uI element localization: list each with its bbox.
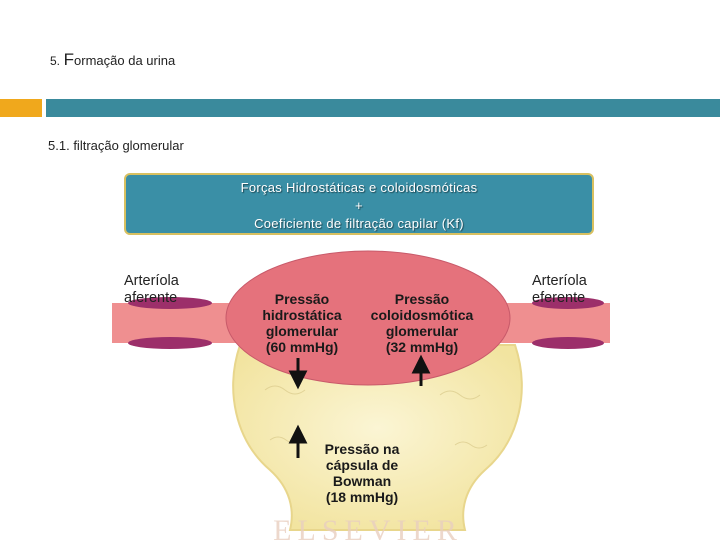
capsule-texture (264, 385, 488, 449)
bowman-line4: (18 mmHg) (326, 489, 398, 505)
bowman-line2: cápsula de (326, 457, 399, 473)
title-initial: F (63, 50, 75, 69)
efferent-label-line2: eferente (532, 290, 585, 306)
afferent-label-line2: aferente (124, 290, 177, 306)
hydrostatic-line1: Pressão (275, 291, 329, 307)
colloid-line4: (32 mmHg) (386, 339, 458, 355)
formula-line-kf: Coeficiente de filtração capilar (Kf) (254, 216, 464, 231)
subsection-text: filtração glomerular (73, 138, 184, 153)
glomerulus (225, 250, 511, 386)
afferent-wall-bottom (128, 337, 212, 349)
page-title: 5. Formação da urina (50, 50, 175, 70)
colloid-arrow (411, 354, 431, 386)
hydrostatic-line3: glomerular (266, 323, 339, 339)
bowman-arrow (288, 424, 308, 458)
accent-bar (0, 99, 42, 117)
efferent-label-line1: Arteríola (532, 273, 588, 289)
subsection-number: 5.1. (48, 138, 70, 153)
hydrostatic-line2: hidrostática (262, 307, 342, 323)
subsection-title: 5.1. filtração glomerular (48, 138, 184, 153)
formula-line-plus: + (355, 198, 363, 213)
formula-box: Forças Hidrostáticas e coloidosmóticas +… (124, 173, 594, 235)
afferent-label-line1: Arteríola (124, 273, 180, 289)
colloid-line2: coloidosmótica (371, 307, 474, 323)
title-text: ormação da urina (74, 53, 176, 68)
efferent-wall-bottom (532, 337, 604, 349)
colloid-line1: Pressão (395, 291, 449, 307)
header-divider-bar (46, 99, 720, 117)
section-number: 5. (50, 54, 61, 68)
efferent-wall-top (532, 297, 604, 309)
bowman-line1: Pressão na (325, 441, 400, 457)
hydrostatic-line4: (60 mmHg) (266, 339, 338, 355)
colloid-line3: glomerular (386, 323, 459, 339)
formula-line-forces: Forças Hidrostáticas e coloidosmóticas (240, 180, 478, 195)
bowman-line3: Bowman (333, 473, 391, 489)
afferent-wall-top (128, 297, 212, 309)
hydrostatic-arrow (288, 358, 308, 390)
watermark: ELSEVIER (273, 514, 463, 540)
